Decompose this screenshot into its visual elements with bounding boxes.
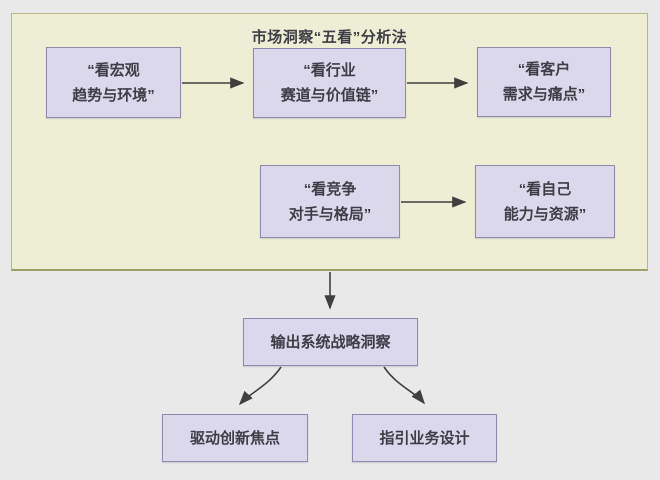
node-look-customer-line2: 需求与痛点”: [502, 86, 586, 103]
node-result-business-design: 指引业务设计: [352, 414, 497, 462]
node-result-innovation-focus-label: 驱动创新焦点: [189, 429, 280, 447]
node-look-self: “看自己 能力与资源”: [475, 165, 615, 238]
diagram-title: 市场洞察“五看”分析法: [251, 29, 408, 46]
node-look-competition-line2: 对手与格局”: [288, 205, 372, 223]
node-look-customer: “看客户 需求与痛点”: [477, 47, 611, 117]
node-look-industry-line1: “看行业: [303, 62, 356, 79]
node-look-self-line1: “看自己: [518, 180, 572, 198]
node-look-self-line2: 能力与资源”: [503, 205, 587, 223]
node-look-macro-line1: “看宏观: [87, 61, 140, 79]
node-look-industry-line2: 赛道与价值链”: [280, 87, 379, 104]
node-look-macro: “看宏观 趋势与环境”: [46, 47, 181, 118]
node-look-industry: “看行业 赛道与价值链”: [253, 48, 406, 118]
arrow-output-to-result-1: [238, 366, 282, 406]
node-result-business-design-label: 指引业务设计: [379, 429, 470, 447]
node-look-macro-line2: 趋势与环境”: [72, 86, 155, 104]
node-output-insight-label: 输出系统战略洞察: [270, 333, 391, 351]
node-result-innovation-focus: 驱动创新焦点: [162, 414, 308, 462]
arrow-output-to-result-2: [383, 366, 426, 405]
node-look-competition-line1: “看竞争: [303, 180, 357, 198]
node-look-customer-line1: “看客户: [517, 61, 571, 78]
node-look-competition: “看竞争 对手与格局”: [260, 165, 400, 238]
node-output-insight: 输出系统战略洞察: [243, 318, 418, 366]
